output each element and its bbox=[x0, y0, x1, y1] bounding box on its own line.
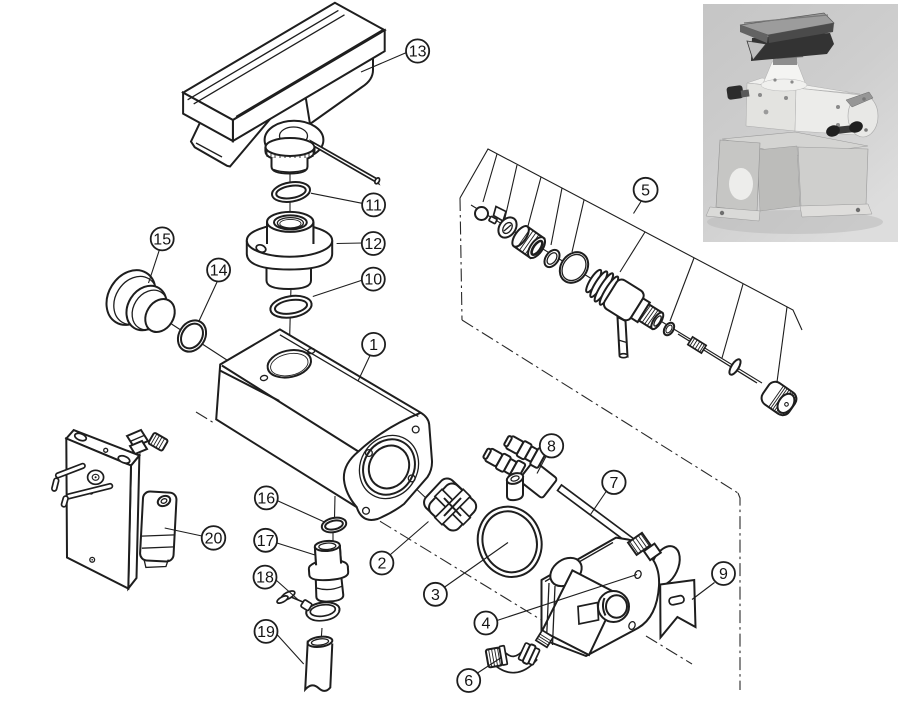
svg-text:15: 15 bbox=[153, 232, 171, 249]
svg-text:10: 10 bbox=[364, 272, 382, 289]
svg-text:6: 6 bbox=[464, 673, 473, 690]
svg-text:4: 4 bbox=[481, 616, 490, 633]
svg-text:13: 13 bbox=[409, 44, 427, 61]
svg-text:18: 18 bbox=[256, 570, 274, 587]
svg-text:3: 3 bbox=[431, 587, 440, 604]
svg-text:12: 12 bbox=[364, 236, 382, 253]
svg-text:17: 17 bbox=[257, 533, 275, 550]
svg-text:7: 7 bbox=[609, 475, 618, 492]
svg-text:5: 5 bbox=[641, 182, 650, 199]
svg-text:11: 11 bbox=[365, 198, 382, 215]
svg-text:16: 16 bbox=[257, 491, 275, 508]
svg-text:19: 19 bbox=[257, 624, 275, 641]
svg-text:9: 9 bbox=[719, 566, 728, 583]
svg-text:8: 8 bbox=[547, 438, 556, 455]
svg-text:14: 14 bbox=[210, 263, 228, 280]
svg-text:2: 2 bbox=[377, 556, 386, 573]
svg-text:1: 1 bbox=[369, 337, 378, 354]
svg-text:20: 20 bbox=[205, 531, 223, 548]
